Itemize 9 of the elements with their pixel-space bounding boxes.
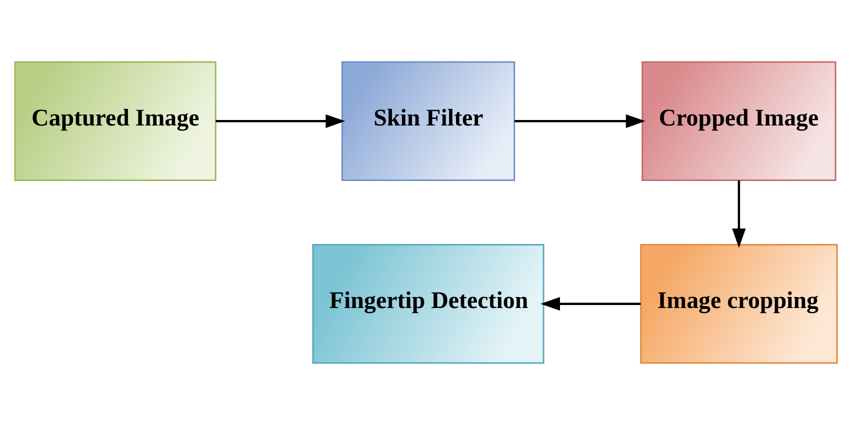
arrow: [540, 297, 640, 311]
node-box: Cropped Image: [641, 61, 836, 182]
node-box: Image cropping: [640, 244, 838, 364]
node-box: Captured Image: [14, 61, 216, 182]
node-box: Skin Filter: [340, 61, 515, 182]
arrow: [215, 114, 345, 128]
node-box: Fingertip Detection: [312, 244, 544, 364]
arrow: [732, 180, 746, 248]
arrow: [514, 114, 645, 128]
